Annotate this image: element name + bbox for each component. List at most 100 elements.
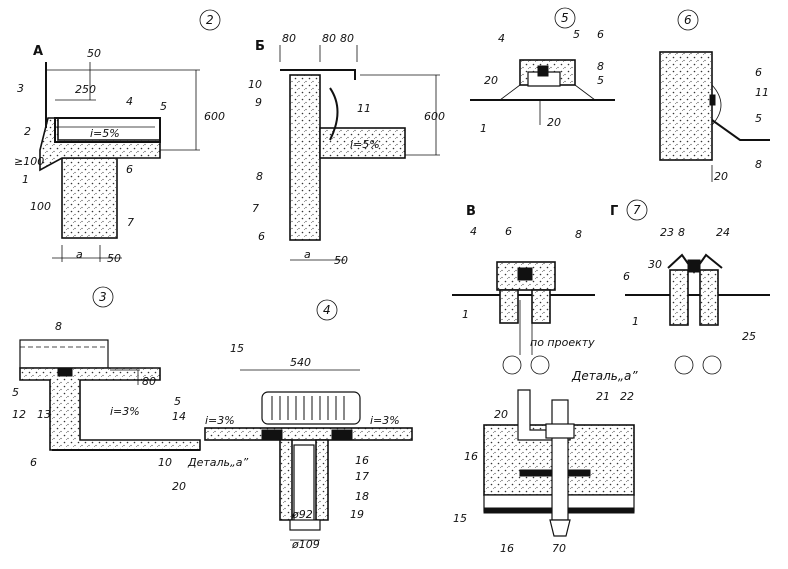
callout-g-6: 6 <box>623 270 630 283</box>
dim-3-10: 10 <box>158 456 172 469</box>
roof-insulation <box>54 117 161 143</box>
callout-c5-6: 6 <box>597 28 604 41</box>
wall-block <box>61 157 118 239</box>
callout-3-14: 14 <box>172 410 186 423</box>
dim-100-min: ≥100 <box>14 155 44 168</box>
detail-a-title: Деталь„а” <box>571 369 638 383</box>
callout-3-13: 13 <box>37 408 51 421</box>
callout-9: 9 <box>255 96 262 109</box>
detail-a-bolt: Деталь„а” 20 21 22 16 16 15 70 <box>453 369 638 555</box>
svg-text:5: 5 <box>561 11 569 25</box>
callout-3-12: 12 <box>12 408 26 421</box>
dim-a: a <box>76 248 83 261</box>
section-g-label: Г <box>610 204 618 219</box>
dim-g-30: 30 <box>648 258 662 271</box>
callout-18: 18 <box>355 490 369 503</box>
callout-da-16b: 16 <box>500 542 514 555</box>
callout-da-16: 16 <box>464 450 478 463</box>
dim-50b: 50 <box>107 252 121 265</box>
section-v-label: В <box>466 204 476 219</box>
callout-c5-8: 8 <box>597 60 604 73</box>
callout-3-20: 20 <box>172 480 186 493</box>
section-a-label: А <box>33 44 43 59</box>
callout-11: 11 <box>357 102 371 115</box>
note-by-project: по проекту <box>530 336 595 349</box>
detail-v: В 4 6 8 1 по проекту <box>452 204 595 375</box>
dim-c5-20a: 20 <box>484 74 498 87</box>
callout-1: 1 <box>22 173 29 186</box>
callout-da-21: 21 <box>596 390 610 403</box>
svg-text:3: 3 <box>99 290 107 304</box>
callout-15: 15 <box>230 342 244 355</box>
slope-4-left: i=3% <box>205 414 235 427</box>
dim-50: 50 <box>87 47 101 60</box>
callout-7b: 7 <box>252 202 259 215</box>
callout-g-24: 24 <box>716 226 730 239</box>
dim-250: 250 <box>75 83 96 96</box>
callout-4: 4 <box>126 95 133 108</box>
detail-b: Б 80 80 80 600 a 50 10 9 11 8 7 6 i=5% <box>248 32 445 267</box>
callout-3-8: 8 <box>55 320 62 333</box>
parapet-wall <box>289 74 321 241</box>
detail-a-ref: Деталь„а” <box>187 456 248 469</box>
callout-16: 16 <box>355 454 369 467</box>
circle-2: 2 <box>199 9 221 31</box>
callout-c5-5: 5 <box>573 28 580 41</box>
dim-80b: 80 <box>322 32 336 45</box>
dim-c5-20b: 20 <box>547 116 561 129</box>
dim-80a: 80 <box>282 32 296 45</box>
callout-v-8: 8 <box>575 228 582 241</box>
dim-600: 600 <box>204 110 225 123</box>
callout-c6-8: 8 <box>755 158 762 171</box>
callout-g-1: 1 <box>632 315 639 328</box>
callout-c5-5b: 5 <box>597 74 604 87</box>
callout-3-5b: 5 <box>174 395 181 408</box>
callout-c6-6: 6 <box>755 66 762 79</box>
callout-c6-11: 11 <box>755 86 769 99</box>
callout-5: 5 <box>160 100 167 113</box>
callout-8: 8 <box>256 170 263 183</box>
callout-6: 6 <box>126 163 133 176</box>
dim-100: 100 <box>30 200 51 213</box>
callout-10: 10 <box>248 78 262 91</box>
wall-6 <box>659 51 713 161</box>
svg-text:6: 6 <box>684 13 692 27</box>
svg-text:7: 7 <box>633 203 641 217</box>
dim-540: 540 <box>290 356 311 369</box>
detail-5: 5 4 5 6 8 5 1 20 20 <box>470 7 615 135</box>
section-b-label: Б <box>255 39 265 54</box>
svg-text:2: 2 <box>206 13 214 27</box>
callout-2: 2 <box>24 125 31 138</box>
detail-4-drain: 4 540 15 i=3% i=3% Деталь„а” 16 17 18 19… <box>187 299 413 551</box>
callout-c6-5: 5 <box>755 112 762 125</box>
callout-7: 7 <box>127 216 134 229</box>
callout-v-1: 1 <box>462 308 469 321</box>
callout-g-25: 25 <box>742 330 756 343</box>
detail-6: 6 6 11 5 8 20 <box>659 9 770 183</box>
slope-label: i=5% <box>90 127 120 140</box>
slope-label-b: i=5% <box>350 138 380 151</box>
slope-3: i=3% <box>110 405 140 418</box>
cap-flashing <box>280 69 356 80</box>
callout-g-8: 8 <box>678 226 685 239</box>
dim-a-b: a <box>304 248 311 261</box>
detail-g: Г 7 23 8 24 30 6 1 25 <box>610 199 770 375</box>
callout-17: 17 <box>355 470 369 483</box>
callout-g-23: 23 <box>660 226 674 239</box>
dim-d92: ø92 <box>291 508 313 521</box>
detail-a: А 50 250 600 ≥100 100 a 50 3 4 5 2 1 6 7… <box>14 44 225 265</box>
callout-3: 3 <box>17 82 24 95</box>
callout-da-22: 22 <box>620 390 634 403</box>
callout-v-6: 6 <box>505 225 512 238</box>
dim-3-80: 80 <box>142 375 156 388</box>
callout-6b: 6 <box>258 230 265 243</box>
callout-c5-4: 4 <box>498 32 505 45</box>
dim-da-15: 15 <box>453 512 467 525</box>
dim-600b: 600 <box>424 110 445 123</box>
anchor-hook <box>329 87 339 141</box>
dim-80c: 80 <box>340 32 354 45</box>
callout-3-5: 5 <box>12 386 19 399</box>
svg-text:4: 4 <box>323 303 331 317</box>
